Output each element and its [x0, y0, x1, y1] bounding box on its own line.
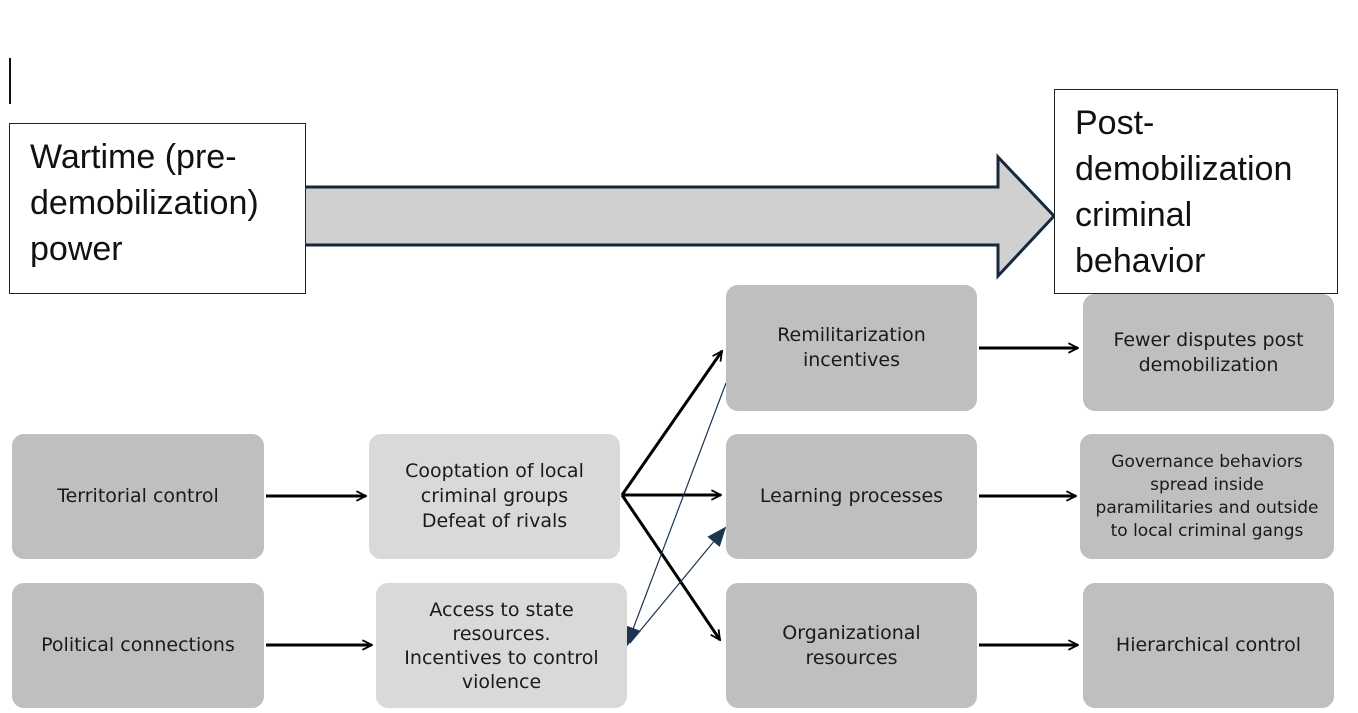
- node-learning-processes: Learning processes: [726, 434, 977, 559]
- thin-arrow-remilitarization-to-access: [625, 382, 727, 647]
- node-label: Access to state resources. Incentives to…: [404, 598, 599, 693]
- header-wartime-power: Wartime (pre- demobilization) power: [9, 123, 306, 294]
- node-political-connections: Political connections: [12, 583, 264, 708]
- node-label: Governance behaviors spread inside param…: [1095, 451, 1319, 541]
- node-label: Political connections: [41, 634, 235, 656]
- node-label: Remilitarization incentives: [777, 324, 926, 371]
- node-cooptation: Cooptation of local criminal groups Defe…: [369, 434, 620, 559]
- node-label: Learning processes: [759, 485, 944, 507]
- node-label: Territorial control: [57, 485, 219, 507]
- node-label: Organizational resources: [782, 621, 921, 669]
- thin-arrow-access-to-learning: [629, 526, 727, 644]
- node-label: Hierarchical control: [1115, 634, 1302, 656]
- text-cursor: [9, 58, 11, 104]
- arrow-cooptation-to-remilitarization: [620, 351, 724, 496]
- node-label: Cooptation of local criminal groups Defe…: [405, 460, 584, 532]
- node-access-state-resources: Access to state resources. Incentives to…: [376, 583, 627, 708]
- arrow-cooptation-to-organizational: [620, 494, 722, 640]
- header-post-demobilization-behavior: Post- demobilization criminal behavior: [1054, 89, 1338, 294]
- node-label: Fewer disputes post demobilization: [1113, 328, 1304, 376]
- node-territorial-control: Territorial control: [12, 434, 264, 559]
- node-remilitarization-incentives: Remilitarization incentives: [726, 285, 977, 411]
- node-hierarchical-control: Hierarchical control: [1083, 583, 1334, 708]
- node-governance-behaviors: Governance behaviors spread inside param…: [1080, 434, 1334, 559]
- big-arrow-shape: [298, 153, 1057, 280]
- node-fewer-disputes: Fewer disputes post demobilization: [1083, 294, 1334, 411]
- node-organizational-resources: Organizational resources: [726, 583, 977, 708]
